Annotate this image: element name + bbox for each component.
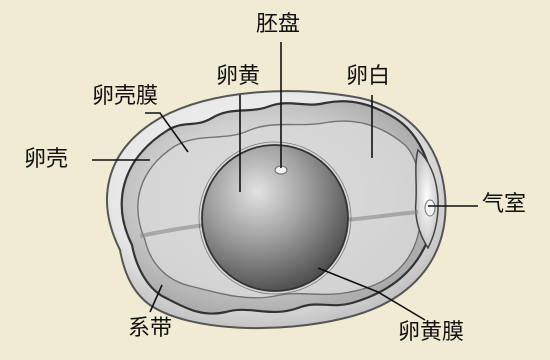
label-yolk: 卵黄 [216,64,261,89]
label-germinal-disc: 胚盘 [256,12,301,37]
leader-shell-membrane [145,112,189,153]
label-air-cell: 气室 [482,192,527,217]
label-chalaza: 系带 [128,316,173,341]
chalaza-right-shape [344,210,419,222]
air-cell-marker [424,199,436,217]
yolk-shape [201,144,349,292]
leader-chalaza [149,284,163,313]
leader-vitelline-membrane [317,267,426,321]
vitelline-membrane-shape [198,141,352,295]
label-vitelline-membrane: 卵黄膜 [398,320,465,345]
label-albumen: 卵白 [346,64,391,89]
leader-lines [92,42,478,321]
chalaza-left-shape [139,223,206,238]
label-shell-membrane: 卵壳膜 [92,84,159,109]
label-shell: 卵壳 [24,147,69,172]
air-cell-shape [414,148,439,250]
